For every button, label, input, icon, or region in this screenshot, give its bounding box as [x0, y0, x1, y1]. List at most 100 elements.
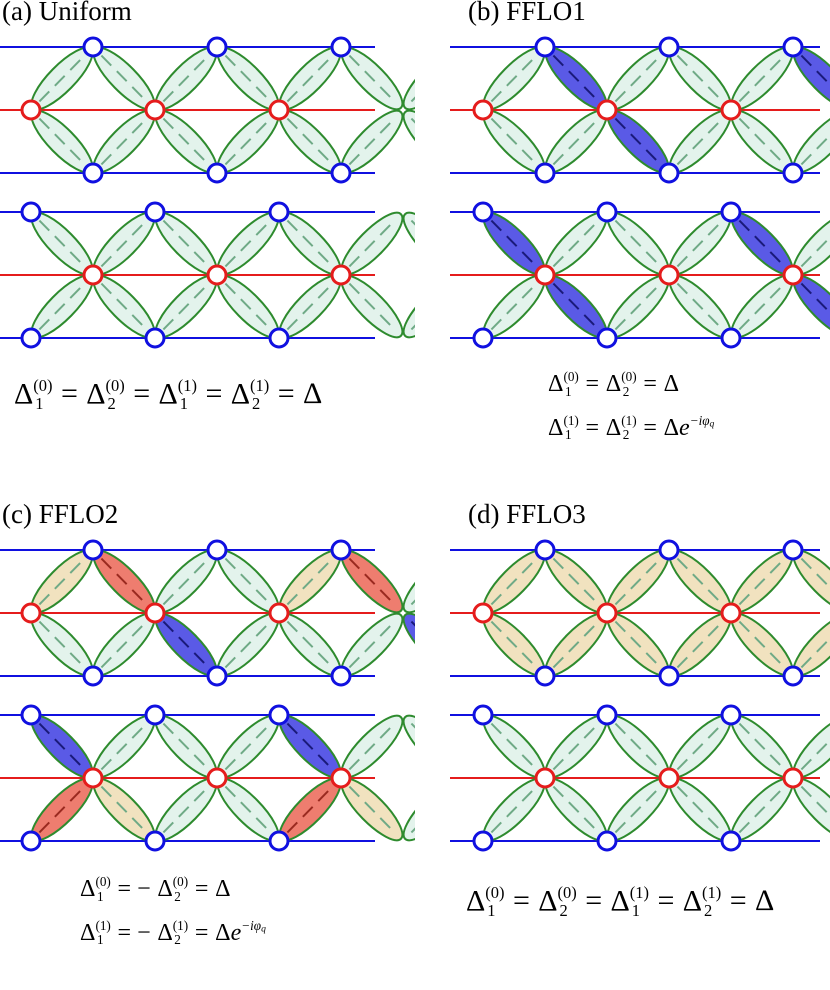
term-base: e — [679, 414, 690, 441]
bond-dash — [100, 722, 148, 771]
lattice-site — [472, 602, 494, 624]
lattice-site — [144, 830, 166, 852]
lattice-site — [20, 704, 42, 726]
bond-ellipse — [402, 777, 415, 842]
lattice-site — [268, 704, 290, 726]
term-base: Δ — [755, 884, 775, 918]
equation-operator: = — [643, 414, 657, 441]
bond-dash — [800, 557, 830, 606]
equation-term: e−iφq — [231, 919, 266, 945]
bond-dash — [490, 54, 538, 103]
equation-term: Δ — [215, 921, 230, 945]
pairing-bond — [402, 274, 415, 339]
term-subscript: 1 — [564, 427, 572, 443]
bond-dash — [490, 557, 538, 606]
bond-dash — [286, 722, 334, 771]
bond-dash — [162, 785, 210, 834]
lattice-site — [206, 539, 228, 561]
equation-term: Δ — [664, 372, 679, 396]
equation-term: Δ(0)1 — [80, 875, 111, 903]
term-subscript: 1 — [631, 901, 640, 921]
bond-dash — [38, 219, 86, 268]
term-base: e — [230, 919, 242, 946]
lattice-site — [658, 539, 680, 561]
bond-dash — [38, 722, 86, 771]
bond-dash — [738, 54, 786, 103]
equation-term: Δ — [215, 877, 230, 901]
equation-term: Δ(1)2 — [683, 883, 722, 921]
term-subscript: 2 — [174, 888, 181, 904]
bond-dash — [38, 117, 86, 166]
lattice-site — [20, 201, 42, 223]
equation-operator: = — [133, 377, 151, 411]
bond-dash — [286, 557, 334, 606]
bond-dash — [348, 282, 396, 331]
term-base: Δ — [157, 919, 173, 946]
term-subscript: 1 — [35, 394, 44, 414]
equation-operator: = — [60, 377, 78, 411]
gap-equation: Δ(1)1= −Δ(1)2=Δe−iφq — [80, 919, 266, 947]
equation-term: Δ(1)2 — [157, 919, 188, 947]
bond-dash — [490, 785, 538, 834]
term-subscript: 2 — [174, 932, 181, 948]
bond-dash — [614, 54, 662, 103]
bond-dash — [38, 557, 86, 606]
pairing-bond — [340, 211, 404, 276]
lattice-diagram — [0, 36, 415, 349]
bond-dash — [552, 785, 600, 834]
lattice-site — [330, 264, 352, 286]
equation-term: Δ(1)1 — [80, 919, 111, 947]
term-base: Δ — [610, 884, 630, 918]
bond-dash — [100, 620, 148, 669]
equation-operator: = — [194, 875, 209, 902]
lattice-site — [596, 327, 618, 349]
bond-dash — [614, 722, 662, 771]
bond-ellipse — [402, 274, 415, 339]
lattice-site — [206, 162, 228, 184]
bond-dash — [286, 785, 334, 834]
lattice-site — [534, 36, 556, 58]
bond-dash — [676, 282, 724, 331]
panel-title: (c) FFLO2 — [2, 499, 119, 529]
bond-ellipse — [402, 109, 415, 174]
lattice-site — [206, 264, 228, 286]
lattice-site — [720, 830, 742, 852]
term-base: Δ — [663, 414, 680, 441]
term-subscript: 2 — [703, 901, 713, 921]
term-superscript: (0) — [557, 883, 577, 902]
term-superscript: (1) — [702, 883, 722, 902]
bond-dash — [676, 54, 724, 103]
bond-dash — [224, 620, 272, 669]
term-superscript: (0) — [621, 369, 637, 384]
lattice-site — [144, 201, 166, 223]
term-subscript: 1 — [96, 888, 104, 904]
lattice-site — [782, 36, 804, 58]
pairing-bond — [402, 109, 415, 174]
lattice-site — [534, 162, 556, 184]
bond-dash — [286, 54, 334, 103]
bond-dash — [676, 557, 724, 606]
lattice-site — [144, 99, 166, 121]
lattice-site — [472, 99, 494, 121]
bond-dash — [348, 117, 396, 166]
term-superscript: −iφ — [241, 917, 262, 933]
bond-ellipse — [402, 46, 415, 111]
lattice-site — [782, 264, 804, 286]
lattice-diagram — [450, 36, 830, 349]
term-subscript: 2 — [622, 383, 630, 399]
bond-dash — [552, 54, 600, 103]
term-base: Δ — [215, 919, 231, 946]
lattice-site — [534, 539, 556, 561]
bond-dash — [552, 117, 600, 166]
equation-operator: = — [194, 919, 209, 946]
equation-operator: = − — [117, 875, 151, 902]
bond-dash — [100, 282, 148, 331]
lattice-site — [268, 327, 290, 349]
equation-term: Δ(0)2 — [157, 875, 188, 903]
bond-dash — [676, 117, 724, 166]
lattice-site — [720, 327, 742, 349]
equation-operator: = — [657, 884, 675, 918]
pairing-bond — [340, 549, 404, 614]
equation-term: Δ(0)1 — [548, 370, 579, 398]
